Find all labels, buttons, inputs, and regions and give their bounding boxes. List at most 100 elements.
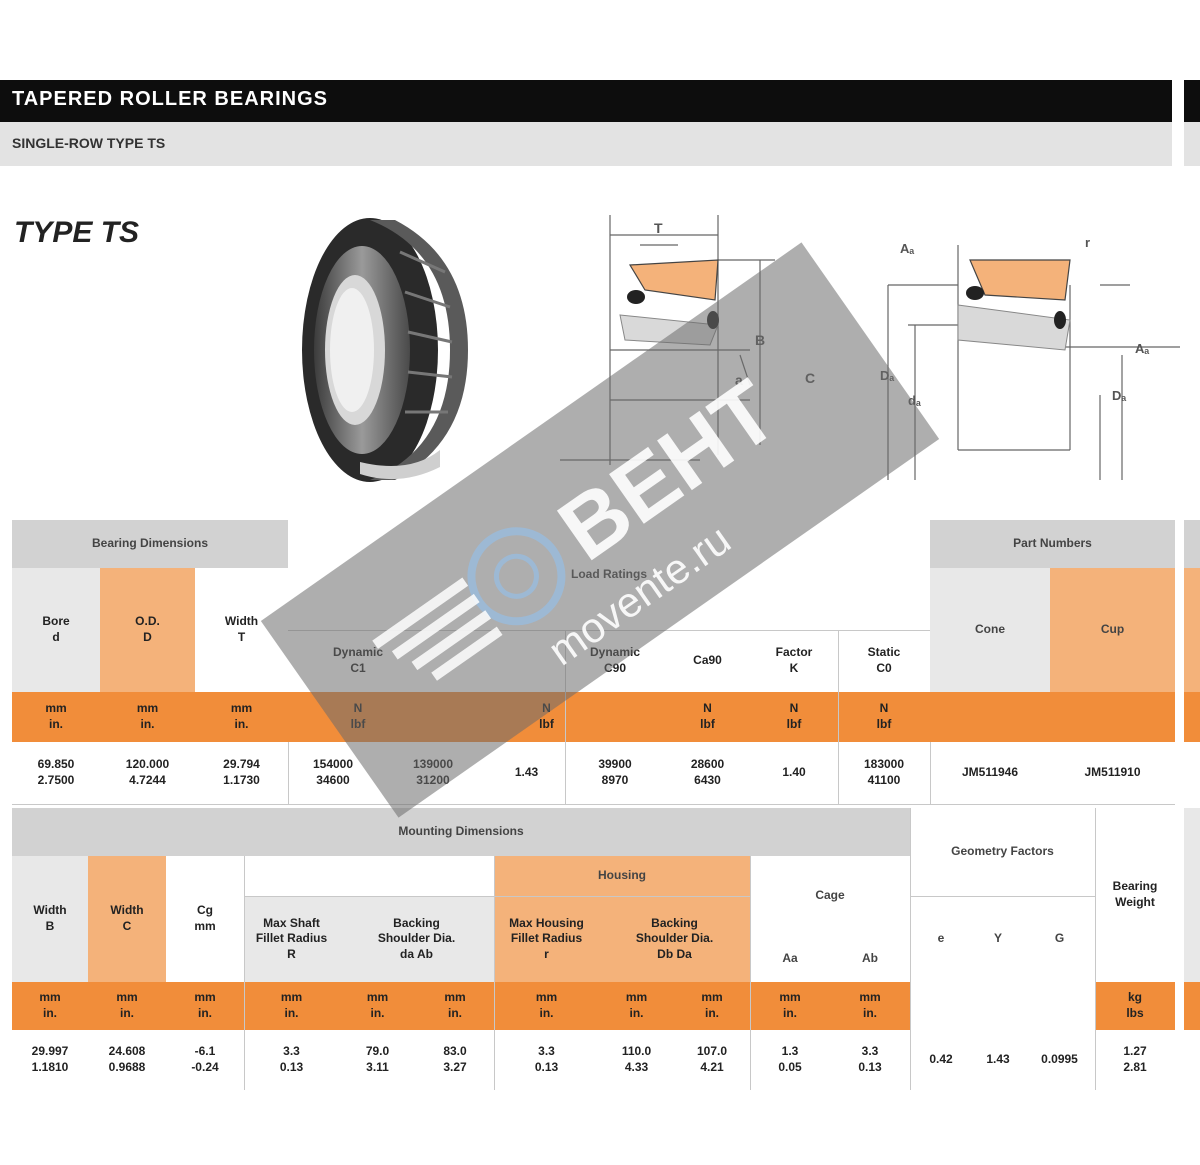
col-housing-fillet: Max Housing Fillet Radius r [494,896,599,982]
value-aa: 1.3 0.05 [750,1030,830,1090]
subtitle-bar-edge [1184,122,1200,166]
divider [910,808,911,1090]
unit-part-numbers [930,692,1175,742]
unit-k: N lbf [750,692,838,742]
value-da: 79.0 3.11 [339,1030,416,1090]
value-y: 1.43 [488,742,565,804]
divider [838,630,839,804]
col-cg: Cg mm [166,856,244,982]
mounting-diagram: Aₐ r Aₐ Dₐ dₐ Dₐ [880,235,1180,480]
col-dynamic-c90: Dynamic C90 [565,630,665,692]
svg-text:a: a [735,372,743,388]
svg-text:B: B [755,332,765,348]
unit-geometry-blank [910,982,1095,1030]
value-b: 29.997 1.1810 [12,1030,88,1090]
table-edge [1184,808,1200,982]
value-e: 139000 31200 [378,742,488,804]
value-ab: 83.0 3.27 [416,1030,494,1090]
col-shaft-shoulder: Backing Shoulder Dia. da Ab [339,896,494,982]
unit-c: mm in. [88,982,166,1030]
divider [494,856,495,1090]
unit-aa: mm in. [750,982,830,1030]
col-width-c: Width C [88,856,166,982]
value-y: 1.43 [972,1030,1024,1090]
col-dynamic-c1: Dynamic C1 [288,630,428,692]
value-e: 0.42 [910,1030,972,1090]
col-bore: Bore d [12,568,100,692]
divider [1095,808,1096,1090]
col-dynamic-ca90: Ca90 [665,630,750,692]
unit-r2: mm in. [494,982,599,1030]
value-od: 120.000 4.7244 [100,742,195,804]
divider [750,856,751,1090]
unit-db: mm in. [599,982,674,1030]
value-cone: JM511946 [930,742,1050,804]
svg-text:Dₐ: Dₐ [1112,388,1126,403]
col-g: G [1024,896,1095,982]
svg-text:dₐ: dₐ [908,393,921,408]
svg-text:Dₐ: Dₐ [880,368,894,383]
col-od: O.D. D [100,568,195,692]
svg-text:Aₐ: Aₐ [1135,341,1149,356]
col-width-b: Width B [12,856,88,982]
section-title: TAPERED ROLLER BEARINGS [0,80,1172,122]
value-weight: 1.27 2.81 [1095,1030,1175,1090]
title-bar-edge [1184,80,1200,122]
divider [244,856,245,1090]
group-bearing-dimensions: Bearing Dimensions [12,520,288,568]
value-cg: -6.1 -0.24 [166,1030,244,1090]
section-subtitle: SINGLE-ROW TYPE TS [0,122,1172,166]
unit-r1: mm in. [244,982,339,1030]
col-cup: Cup [1050,568,1175,692]
divider [288,630,930,631]
unit-c1: N lbf [288,692,428,742]
group-mounting-dimensions: Mounting Dimensions [12,808,910,856]
unit-ca90: N lbf [665,692,750,742]
value-c1: 154000 34600 [288,742,378,804]
col-factor-k: Factor K [750,630,838,692]
unit-e: N lbf [428,692,665,742]
unit-c0: N lbf [838,692,930,742]
divider [910,896,1095,897]
svg-text:C: C [805,370,815,386]
col-static-c0: Static C0 [838,630,930,692]
value-c0: 183000 41100 [838,742,930,804]
col-housing-shoulder: Backing Shoulder Dia. Db Da [599,896,750,982]
svg-text:r: r [1085,235,1090,250]
value-width: 29.794 1.1730 [195,742,288,804]
unit-ab: mm in. [416,982,494,1030]
divider [930,742,931,804]
value-r1: 3.3 0.13 [244,1030,339,1090]
col-cone: Cone [930,568,1050,692]
value-db: 110.0 4.33 [599,1030,674,1090]
divider [288,742,289,804]
unit-bore: mm in. [12,692,100,742]
unit-od: mm in. [100,692,195,742]
table-edge [1184,982,1200,1030]
value-da2: 107.0 4.21 [674,1030,750,1090]
unit-ab2: mm in. [830,982,910,1030]
value-c: 24.608 0.9688 [88,1030,166,1090]
svg-text:Aₐ: Aₐ [900,241,914,256]
col-shaft-fillet: Max Shaft Fillet Radius R [244,896,339,982]
type-title: TYPE TS [14,216,140,249]
value-k: 1.40 [750,742,838,804]
value-r2: 3.3 0.13 [494,1030,599,1090]
svg-text:T: T [654,220,663,236]
value-ab2: 3.3 0.13 [830,1030,910,1090]
divider [12,804,1175,805]
unit-da: mm in. [339,982,416,1030]
unit-b: mm in. [12,982,88,1030]
col-dynamic-e [428,630,565,692]
divider [565,630,566,804]
value-cup: JM511910 [1050,742,1175,804]
unit-width: mm in. [195,692,288,742]
unit-weight: kg lbs [1095,982,1175,1030]
col-cage-aa: Aa [750,936,830,982]
unit-cg: mm in. [166,982,244,1030]
col-width: Width T [195,568,288,692]
table-edge [1184,568,1200,692]
divider [244,896,750,897]
group-geometry-factors: Geometry Factors [910,808,1095,896]
col-cage: Cage [750,856,910,936]
